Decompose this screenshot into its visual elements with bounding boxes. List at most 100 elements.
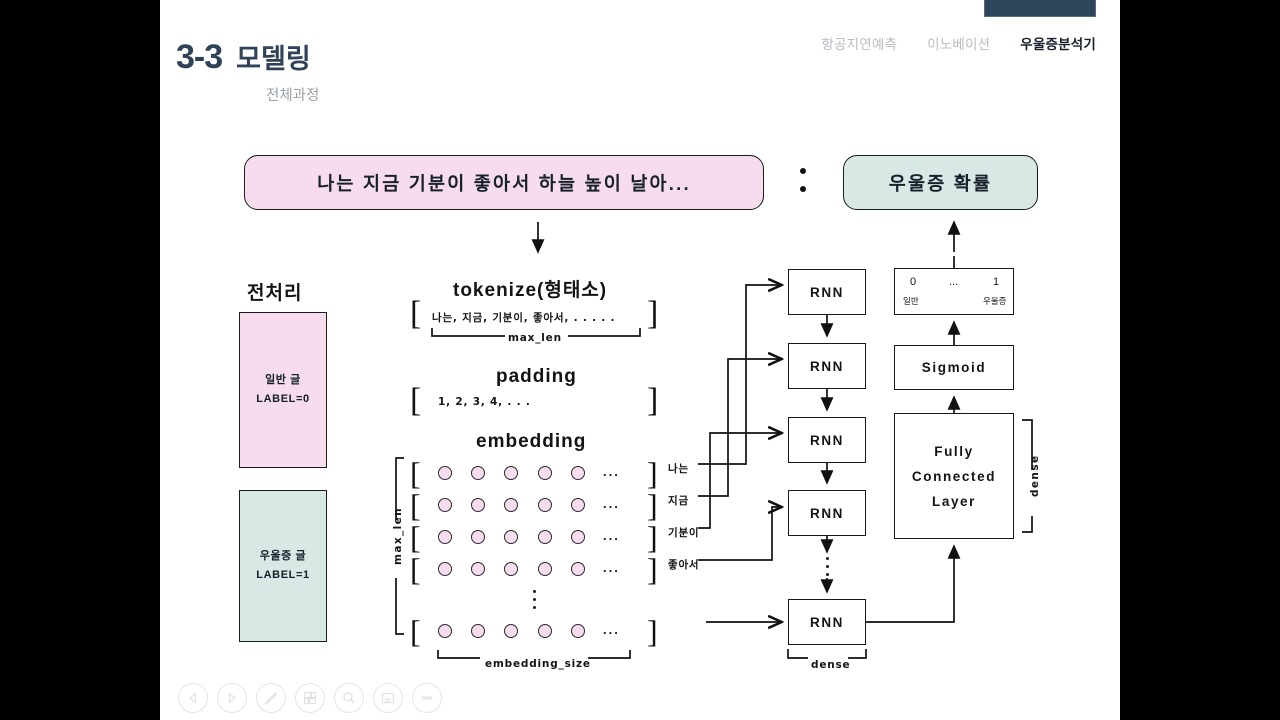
presenter-notes-button[interactable] [373, 683, 403, 713]
fc-line-3: Layer [931, 493, 977, 509]
embedding-row1-ellipsis: ... [603, 496, 620, 511]
fully-connected-layer-block: Fully Connected Layer [894, 413, 1014, 539]
rnn-dense-label: dense [811, 659, 851, 671]
fc-line-1: Fully [934, 443, 974, 459]
sigmoid-block: Sigmoid [894, 345, 1014, 390]
rnn-block-2: RNN [788, 343, 866, 389]
tokenize-heading: tokenize(형태소) [453, 280, 608, 301]
title-subtitle: 전체과정 [266, 88, 320, 104]
embedding-circle [504, 466, 518, 480]
ellipsis-icon [421, 696, 433, 700]
tokenize-tokens: 나는, 지금, 기분이, 좋아서, . . . . . [432, 312, 616, 324]
embedding-row-label-1: 지금 [668, 495, 689, 507]
input-text-pill: 나는 지금 기분이 좋아서 하늘 높이 날아... [244, 155, 764, 210]
embedding-circle [438, 530, 452, 544]
zoom-tool-button[interactable] [334, 683, 364, 713]
magnifier-icon [343, 692, 355, 704]
preprocess-heading: 전처리 [247, 283, 303, 304]
embedding-row-label-2: 기분이 [668, 527, 700, 539]
label-box-depression-line1: 우울증 글 [259, 550, 307, 563]
nav-item-innovation[interactable]: 이노베이션 [927, 37, 991, 52]
embedding-circle [538, 624, 552, 638]
padding-values: 1, 2, 3, 4, . . . [438, 396, 531, 408]
label-box-normal: 일반 글 LABEL=0 [239, 312, 327, 468]
label-box-depression-line2: LABEL=1 [256, 569, 310, 581]
nav-item-depression-analyzer[interactable]: 우울증분석기 [1020, 37, 1096, 52]
embedding-row4-close: ] [647, 613, 658, 649]
embedding-circle [571, 624, 585, 638]
embedding-circle [438, 466, 452, 480]
triangle-right-icon [228, 692, 236, 704]
embedding-row3-open: [ [410, 551, 421, 587]
previous-slide-button[interactable] [178, 683, 208, 713]
embedding-circle [538, 498, 552, 512]
presentation-toolbar[interactable] [178, 683, 442, 713]
embedding-circle [504, 562, 518, 576]
embedding-heading: embedding [476, 431, 587, 452]
embedding-circle [571, 498, 585, 512]
fc-line-2: Connected [911, 468, 997, 484]
embedding-row2-ellipsis: ... [603, 528, 620, 543]
pen-icon [264, 692, 278, 705]
embedding-row2-close: ] [647, 519, 658, 555]
slide-canvas: 항공지연예측 이노베이션 우울증분석기 3-3 모델링 전체과정 나는 지금 기… [160, 0, 1120, 720]
tokenize-bracket-open: [ [410, 295, 422, 332]
rnn-block-3: RNN [788, 417, 866, 463]
embedding-row2-open: [ [410, 519, 421, 555]
embedding-circle [538, 530, 552, 544]
probability-min-value: 0 [910, 276, 917, 288]
title-text: 모델링 [236, 44, 311, 74]
padding-bracket-close: ] [647, 382, 659, 419]
label-box-normal-line1: 일반 글 [265, 374, 301, 387]
probability-max-label: 우울증 [983, 296, 1007, 306]
embedding-circle [471, 624, 485, 638]
notes-icon [381, 692, 395, 704]
embedding-circle [571, 562, 585, 576]
page-title: 3-3 모델링 전체과정 [176, 40, 319, 105]
title-number: 3-3 [176, 38, 223, 76]
top-accent-bar [984, 0, 1096, 17]
probability-min-label: 일반 [903, 296, 919, 306]
embedding-circle [438, 562, 452, 576]
embedding-row0-close: ] [647, 455, 658, 491]
tokenize-maxlen-label: max_len [508, 332, 562, 344]
embedding-circle [471, 562, 485, 576]
embedding-circle [571, 530, 585, 544]
embedding-row4-ellipsis: ... [603, 622, 620, 637]
embedding-circle [504, 498, 518, 512]
embedding-circle [538, 562, 552, 576]
embedding-row4-open: [ [410, 613, 421, 649]
embedding-row3-ellipsis: ... [603, 560, 620, 575]
pen-tool-button[interactable] [256, 683, 286, 713]
padding-heading: padding [496, 366, 577, 387]
probability-ellipsis: ... [949, 276, 959, 288]
grid-icon [303, 691, 317, 705]
slide-overview-button[interactable] [295, 683, 325, 713]
fc-dense-label: dense [1029, 454, 1041, 497]
label-box-depression: 우울증 글 LABEL=1 [239, 490, 327, 642]
padding-bracket-open: [ [410, 382, 422, 419]
embedding-row3-close: ] [647, 551, 658, 587]
more-options-button[interactable] [412, 683, 442, 713]
embedding-circle [438, 624, 452, 638]
embedding-maxlen-label: max_len [392, 506, 404, 565]
embedding-circle [471, 498, 485, 512]
label-box-normal-line2: LABEL=0 [256, 393, 310, 405]
embedding-circle [571, 466, 585, 480]
next-slide-button[interactable] [217, 683, 247, 713]
rnn-block-5: RNN [788, 599, 866, 645]
embedding-row-label-3: 좋아서 [668, 559, 700, 571]
rnn-vertical-ellipsis [826, 557, 829, 576]
embedding-vertical-ellipsis [533, 590, 536, 609]
embedding-row0-open: [ [410, 455, 421, 491]
embedding-size-label: embedding_size [485, 658, 591, 670]
tokenize-bracket-close: ] [647, 295, 659, 332]
embedding-circle [471, 466, 485, 480]
embedding-row0-ellipsis: ... [603, 464, 620, 479]
slide-nav: 항공지연예측 이노베이션 우울증분석기 [821, 33, 1096, 53]
output-probability-pill: 우울증 확률 [843, 155, 1038, 210]
probability-output-box: 0 ... 1 일반 우울증 [894, 268, 1014, 315]
nav-item-flight-delay[interactable]: 항공지연예측 [821, 37, 898, 52]
embedding-circle [471, 530, 485, 544]
